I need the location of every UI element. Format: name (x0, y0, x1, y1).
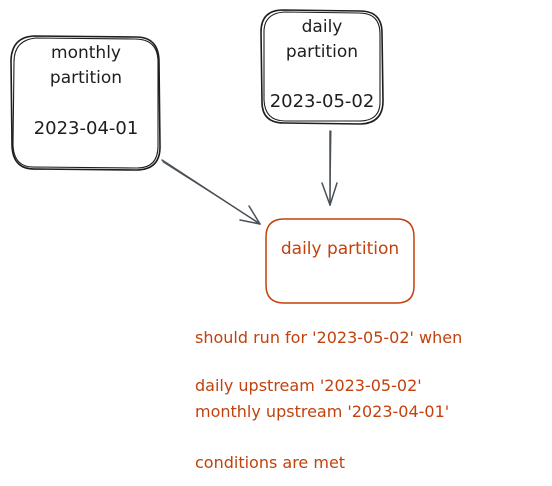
monthly-partition-box (10, 35, 161, 171)
monthly-partition-label-line2: partition (49, 68, 123, 88)
daily-upstream-label-line2: partition (285, 42, 359, 62)
note-line-conditions: conditions are met (195, 453, 346, 472)
note-line-daily-upstream: daily upstream '2023-05-02' (195, 376, 422, 395)
note-line-monthly-upstream: monthly upstream '2023-04-01' (195, 402, 450, 421)
daily-upstream-partition-box (260, 9, 384, 125)
daily-target-label: daily partition (280, 239, 400, 259)
daily-upstream-date: 2023-05-02 (269, 91, 375, 112)
monthly-partition-date: 2023-04-01 (33, 118, 139, 139)
daily-upstream-label-line1: daily (301, 17, 343, 37)
daily-target-partition-box (265, 218, 415, 304)
arrow-daily-to-target (321, 130, 338, 206)
monthly-partition-label-line1: monthly (51, 43, 121, 63)
note-line-should-run: should run for '2023-05-02' when (195, 328, 463, 347)
arrow-monthly-to-target (161, 159, 261, 225)
